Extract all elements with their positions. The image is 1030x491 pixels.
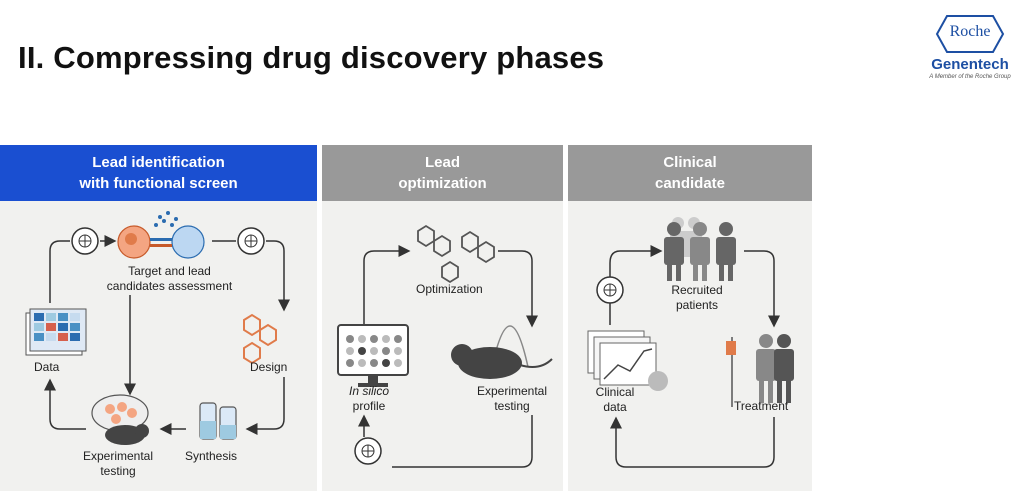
cycle-arrow (363, 245, 411, 325)
patients-icon (664, 217, 736, 281)
logo-tagline: A Member of the Roche Group (929, 74, 1011, 80)
cycle-arrow (744, 250, 780, 328)
ai-brain-icon (71, 227, 99, 255)
label-line: Experimental (476, 384, 548, 398)
label-line: Recruited (671, 283, 723, 297)
label-experimental-testing: Experimental testing (78, 449, 158, 479)
panel-lead-identification: Lead identification with functional scre… (0, 145, 317, 491)
label-line: patients (675, 298, 719, 312)
panel-lead-optimization: Lead optimization (322, 145, 563, 491)
clinical-candidate-cycle-diagram (587, 217, 794, 468)
molecule-icon (417, 224, 495, 284)
cycle-arrow (610, 416, 775, 468)
panel-header-lead-identification: Lead identification with functional scre… (0, 145, 317, 201)
in-silico-monitor-icon (337, 324, 409, 387)
lead-optimization-cycle-diagram (337, 224, 553, 468)
label-line: data (603, 400, 627, 414)
cycle-arrow (392, 415, 533, 468)
label-line: Clinical (595, 385, 635, 399)
ai-brain-icon (354, 437, 382, 465)
cycle-arrow (245, 377, 285, 435)
cycle-arrow (49, 240, 70, 303)
cycle-arrow (266, 240, 290, 312)
petri-dish-mouse-icon (91, 394, 149, 445)
panel-clinical-candidate: Clinical candidate (568, 145, 812, 491)
label-line: candidates assessment (106, 279, 233, 293)
beaker-icon (199, 402, 237, 440)
label-line: testing (494, 399, 530, 413)
label-clinical-data: Clinical data (590, 385, 640, 415)
roche-genentech-logo: Roche Genentech A Member of the Roche Gr… (925, 14, 1020, 82)
header-line: Clinical (663, 154, 717, 171)
label-experimental-testing: Experimental testing (472, 384, 552, 414)
data-heatmap-icon (25, 308, 87, 356)
header-line: with functional screen (79, 175, 238, 192)
label-in-silico-profile: In silico profile (334, 384, 404, 414)
label-treatment: Treatment (734, 399, 789, 413)
label-line: In silico (348, 384, 389, 398)
label-line: testing (100, 464, 136, 478)
panel-header-clinical-candidate: Clinical candidate (568, 145, 812, 201)
label-target-assessment: Target and lead candidates assessment (92, 264, 247, 294)
target-cell-icon (117, 211, 205, 259)
ai-brain-icon (237, 227, 265, 255)
label-design: Design (250, 360, 288, 374)
treatment-patients-icon (726, 334, 794, 407)
ai-brain-icon (596, 276, 624, 304)
header-line: optimization (398, 175, 487, 192)
cycle-arrow (498, 250, 538, 328)
header-line: Lead identification (92, 154, 225, 171)
cycle-arrow (44, 378, 86, 430)
label-synthesis: Synthesis (185, 449, 238, 463)
logo-roche-text: Roche (949, 23, 991, 40)
label-line: Experimental (82, 449, 154, 463)
logo-genentech-text: Genentech (931, 56, 1009, 73)
mouse-icon (451, 325, 553, 379)
roche-hexagon-icon (935, 15, 1005, 53)
label-optimization: Optimization (416, 282, 483, 296)
panel-header-lead-optimization: Lead optimization (322, 145, 563, 201)
cycle-arrow (609, 245, 663, 277)
clinical-data-charts-icon (587, 330, 668, 391)
label-recruited-patients: Recruited patients (662, 283, 732, 313)
lead-identification-cycle-diagram (25, 211, 290, 445)
header-line: candidate (654, 175, 726, 192)
label-line: Target and lead (128, 264, 211, 278)
label-line: profile (352, 399, 386, 413)
header-line: Lead (424, 154, 460, 171)
molecule-icon (243, 313, 277, 365)
label-data: Data (34, 360, 60, 374)
page-title: II. Compressing drug discovery phases (18, 40, 605, 75)
